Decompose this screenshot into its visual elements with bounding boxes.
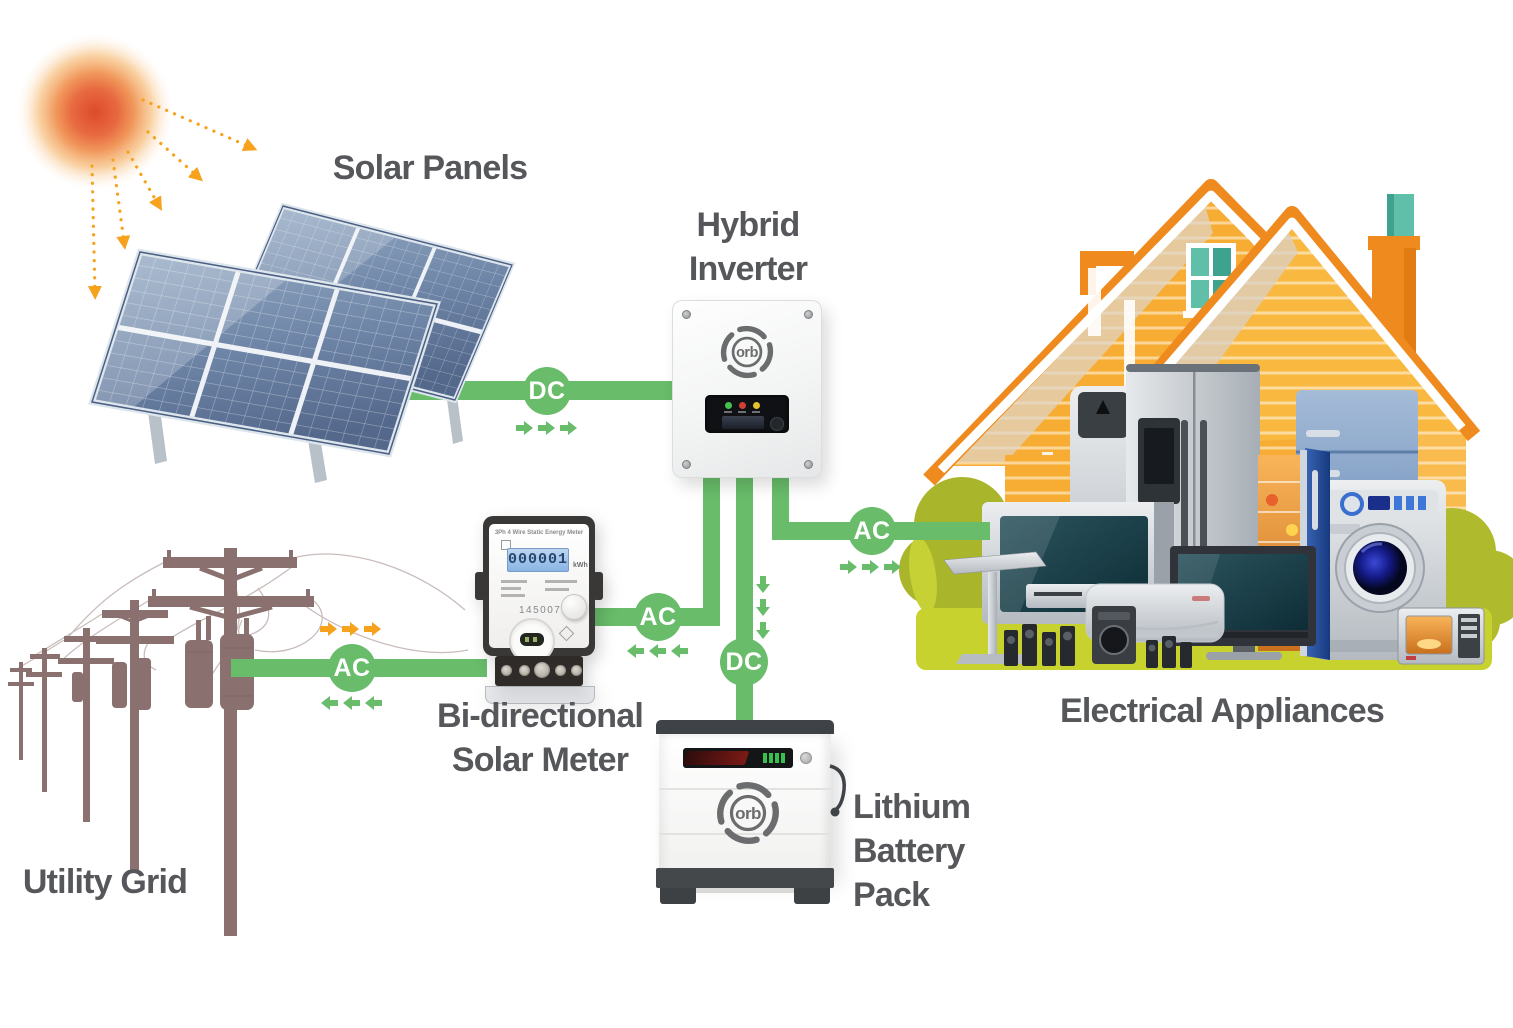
microwave-icon: [1397, 607, 1485, 665]
inverter-screen: [722, 416, 764, 429]
screw-icon: [682, 460, 691, 469]
badge-dc-solar: DC: [523, 367, 571, 415]
battery-base-shadow: [696, 888, 794, 893]
label-line: Lithium: [853, 788, 971, 826]
led-label: [752, 411, 760, 413]
battery-foot: [794, 888, 830, 904]
badge-ac-appliances: AC: [848, 507, 896, 555]
badge-ac-grid: AC: [328, 644, 376, 692]
hybrid-inverter-device: [672, 300, 822, 478]
label-line: Solar Meter: [451, 741, 629, 779]
meter-mount-ear: [475, 572, 485, 600]
electrical-appliances-icons: [943, 364, 1485, 668]
orb-brand-logo: [716, 781, 780, 845]
meter-serial-number: 145007: [519, 605, 562, 616]
meter-unit-label: kWh: [573, 562, 588, 569]
meter-push-button: [561, 594, 587, 620]
ac-flow-arrows-left-icon: [627, 644, 688, 658]
label-hybrid-inverter: Hybrid Inverter: [648, 203, 848, 291]
battery-led-icon: [775, 753, 779, 763]
badge-dc-battery: DC: [720, 638, 768, 686]
dc-flow-arrows-down-icon: [756, 576, 770, 639]
grid-flow-arrows-left-icon: [321, 696, 382, 710]
battery-cable-icon: [829, 764, 846, 817]
label-line: Bi-directional: [436, 697, 644, 735]
label-line: Pack: [853, 876, 930, 914]
meter-header-text: 3Ph 4 Wire Static Energy Meter: [494, 530, 584, 536]
meter-fineprint: [545, 580, 577, 583]
meter-face: 3Ph 4 Wire Static Energy Meter 000001 kW…: [489, 524, 589, 664]
label-bidirectional-solar-meter: Bi-directional Solar Meter: [420, 694, 660, 782]
meter-fineprint: [501, 594, 525, 597]
terminal-screw-icon: [534, 662, 550, 678]
screw-icon: [804, 460, 813, 469]
dial-digit: [525, 637, 529, 642]
battery-seam: [659, 788, 831, 790]
dial-digit: [533, 637, 537, 642]
line-inverter-to-meter-v: [703, 474, 720, 626]
battery-foot: [660, 888, 696, 904]
screw-icon: [682, 310, 691, 319]
orb-brand-logo: [720, 325, 774, 379]
speakers-icon: [1004, 606, 1192, 668]
sun-rays-icon: [87, 98, 258, 300]
battery-body: [659, 734, 831, 874]
badge-ac-meter: AC: [634, 593, 682, 641]
grid-flow-arrows-right-icon: [320, 622, 381, 636]
led-yellow-icon: [753, 402, 760, 409]
terminal-screw-icon: [519, 665, 530, 676]
meter-brand-diamond-icon: [558, 625, 575, 642]
battery-button: [800, 752, 812, 764]
label-line: Battery: [853, 832, 965, 870]
meter-lcd: 000001: [507, 548, 569, 572]
meter-terminal-block: [495, 656, 583, 686]
solar-meter-device: 3Ph 4 Wire Static Energy Meter 000001 kW…: [475, 516, 603, 704]
washing-machine-icon: [1316, 480, 1446, 660]
label-solar-panels: Solar Panels: [332, 149, 528, 187]
label-line: Inverter: [688, 250, 808, 288]
dc-flow-arrows-right-icon: [516, 421, 577, 435]
led-green-icon: [725, 402, 732, 409]
meter-terminal-cover: [485, 686, 595, 704]
battery-led-icon: [769, 753, 773, 763]
inverter-button: [770, 417, 784, 431]
meter-mount-ear: [593, 572, 603, 600]
label-utility-grid: Utility Grid: [22, 863, 188, 901]
label-lithium-battery-pack: Lithium Battery Pack: [853, 785, 1013, 917]
lithium-battery-device: [656, 720, 846, 908]
sun-icon: [17, 34, 173, 190]
battery-display-gloss: [683, 751, 750, 765]
led-label: [724, 411, 732, 413]
battery-base: [656, 868, 834, 888]
led-label: [738, 411, 746, 413]
battery-display: [683, 748, 793, 768]
meter-fineprint: [501, 587, 521, 590]
meter-fineprint: [501, 580, 527, 583]
led-red-icon: [739, 402, 746, 409]
terminal-screw-icon: [501, 665, 512, 676]
battery-led-icon: [781, 753, 785, 763]
battery-top-cap: [656, 720, 834, 734]
meter-dial-button: [520, 633, 544, 646]
meter-certification-mark: [501, 540, 511, 550]
screw-icon: [804, 310, 813, 319]
battery-led-icon: [763, 753, 767, 763]
meter-fineprint: [545, 588, 569, 591]
ac-flow-arrows-right-icon: [840, 560, 901, 574]
label-electrical-appliances: Electrical Appliances: [1060, 692, 1385, 730]
battery-seam: [659, 833, 831, 835]
terminal-screw-icon: [571, 665, 582, 676]
solar-panels-icon: [88, 202, 516, 483]
inverter-display: [705, 395, 789, 433]
terminal-screw-icon: [555, 665, 566, 676]
label-line: Hybrid: [696, 206, 801, 244]
